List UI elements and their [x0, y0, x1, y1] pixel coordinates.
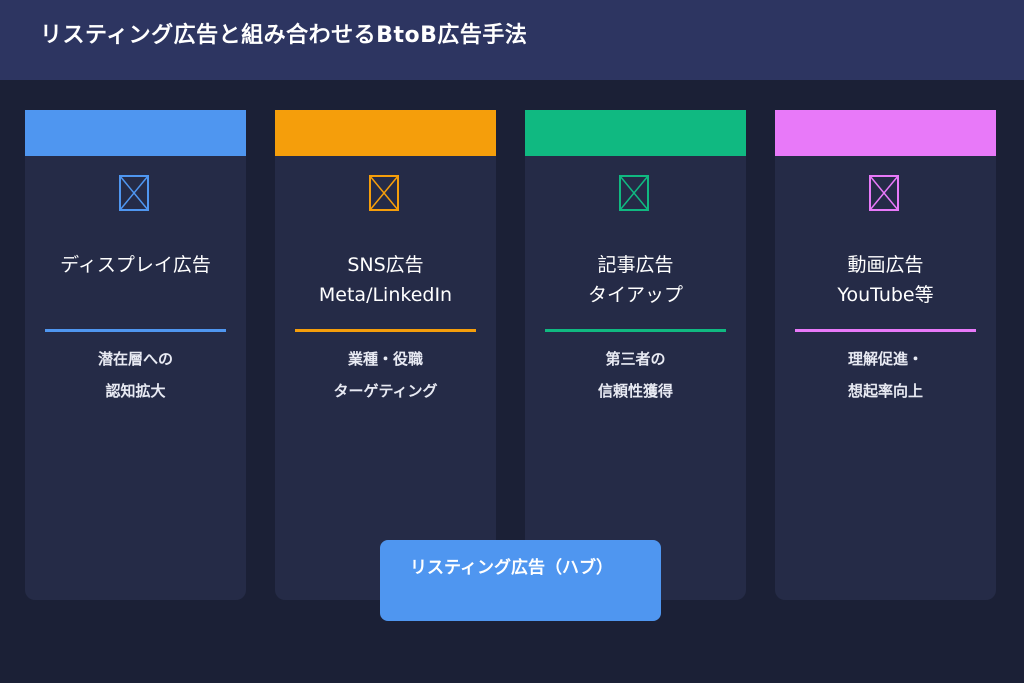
card-color-bar [25, 110, 246, 156]
hub-box: リスティング広告（ハブ） [380, 540, 661, 621]
card-sns-ads: SNS広告 Meta/LinkedIn 業種・役職 ターゲティング [275, 110, 496, 600]
card-divider [795, 329, 976, 332]
card-divider [45, 329, 226, 332]
card-description-line: 認知拡大 [105, 382, 166, 400]
image-placeholder-icon [869, 175, 899, 211]
card-video-ads: 動画広告 YouTube等 理解促進・ 想起率向上 [775, 110, 996, 600]
card-color-bar [775, 110, 996, 156]
card-title-line: SNS広告 [347, 254, 424, 276]
card-divider [545, 329, 726, 332]
card-color-bar [525, 110, 746, 156]
card-description: 理解促進・ 想起率向上 [775, 343, 996, 407]
card-description: 第三者の 信頼性獲得 [525, 343, 746, 407]
card-title-line: Meta/LinkedIn [318, 284, 453, 306]
image-placeholder-icon [369, 175, 399, 211]
card-title-line: タイアップ [587, 284, 683, 306]
card-description-line: 第三者の [605, 350, 666, 368]
card-description: 業種・役職 ターゲティング [275, 343, 496, 407]
card-color-bar [275, 110, 496, 156]
card-divider [295, 329, 476, 332]
card-description-line: ターゲティング [333, 382, 438, 400]
card-title-line: 動画広告 [847, 254, 924, 276]
card-description-line: 潜在層への [97, 350, 173, 368]
card-description-line: 信頼性獲得 [597, 382, 673, 400]
card-title-line: YouTube等 [837, 284, 934, 306]
image-placeholder-icon [119, 175, 149, 211]
card-title: 動画広告 YouTube等 [775, 250, 996, 310]
page-title: リスティング広告と組み合わせるBtoB広告手法 [40, 23, 528, 48]
card-title: ディスプレイ広告 [25, 250, 246, 280]
card-title: SNS広告 Meta/LinkedIn [275, 250, 496, 310]
card-description: 潜在層への 認知拡大 [25, 343, 246, 407]
card-description-line: 業種・役職 [347, 350, 423, 368]
card-title-line: 記事広告 [597, 254, 674, 276]
card-description-line: 想起率向上 [847, 382, 923, 400]
card-title-line: ディスプレイ広告 [60, 254, 211, 276]
card-title: 記事広告 タイアップ [525, 250, 746, 310]
card-display-ads: ディスプレイ広告 潜在層への 認知拡大 [25, 110, 246, 600]
header: リスティング広告と組み合わせるBtoB広告手法 [0, 0, 1024, 80]
card-article-ads: 記事広告 タイアップ 第三者の 信頼性獲得 [525, 110, 746, 600]
card-description-line: 理解促進・ [847, 350, 923, 368]
image-placeholder-icon [619, 175, 649, 211]
hub-label: リスティング広告（ハブ） [410, 558, 613, 578]
